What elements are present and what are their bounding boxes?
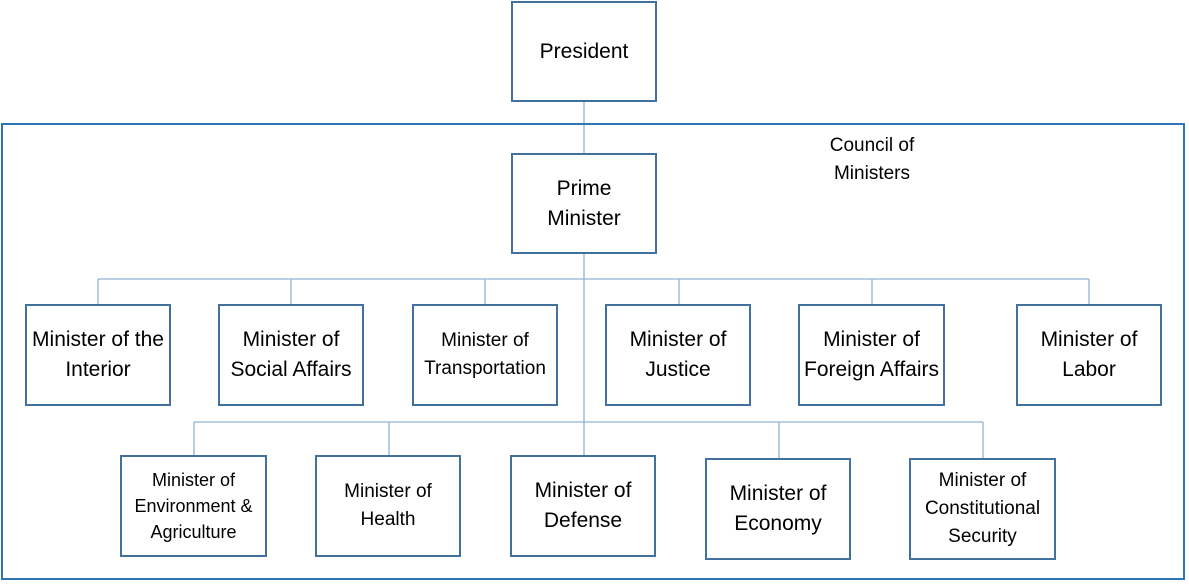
node-label: Minister of Constitutional Security: [924, 470, 1041, 547]
node-minister-foreign-affairs: Minister of Foreign Affairs: [798, 304, 945, 406]
council-of-ministers-frame: [1, 123, 1185, 580]
node-minister-social-affairs: Minister of Social Affairs: [218, 304, 364, 406]
node-label: Minister of Environment & Agriculture: [134, 470, 253, 542]
node-minister-health: Minister of Health: [315, 455, 461, 557]
node-minister-environment-agriculture: Minister of Environment & Agriculture: [120, 455, 267, 557]
node-minister-economy: Minister of Economy: [705, 458, 851, 560]
node-label: Minister of Defense: [534, 479, 632, 532]
council-of-ministers-label: Council of Ministers: [829, 135, 915, 184]
node-minister-justice: Minister of Justice: [605, 304, 751, 406]
node-label: President: [539, 39, 629, 63]
node-label: Minister of the Interior: [32, 328, 164, 381]
node-label: Minister of Labor: [1040, 328, 1138, 381]
node-label: Minister of Transportation: [424, 330, 546, 379]
node-minister-interior: Minister of the Interior: [25, 304, 171, 406]
node-label: Prime Minister: [547, 176, 621, 230]
node-minister-labor: Minister of Labor: [1016, 304, 1162, 406]
node-minister-constitutional-security: Minister of Constitutional Security: [909, 458, 1056, 560]
node-label: Minister of Foreign Affairs: [804, 328, 940, 381]
node-president: President: [511, 1, 657, 102]
node-minister-defense: Minister of Defense: [510, 455, 656, 557]
node-label: Minister of Economy: [729, 482, 827, 535]
node-label: Minister of Social Affairs: [230, 328, 352, 381]
node-label: Minister of Health: [344, 481, 432, 530]
node-prime-minister: Prime Minister: [511, 153, 657, 254]
node-label: Minister of Justice: [629, 328, 727, 381]
node-minister-transportation: Minister of Transportation: [412, 304, 558, 406]
